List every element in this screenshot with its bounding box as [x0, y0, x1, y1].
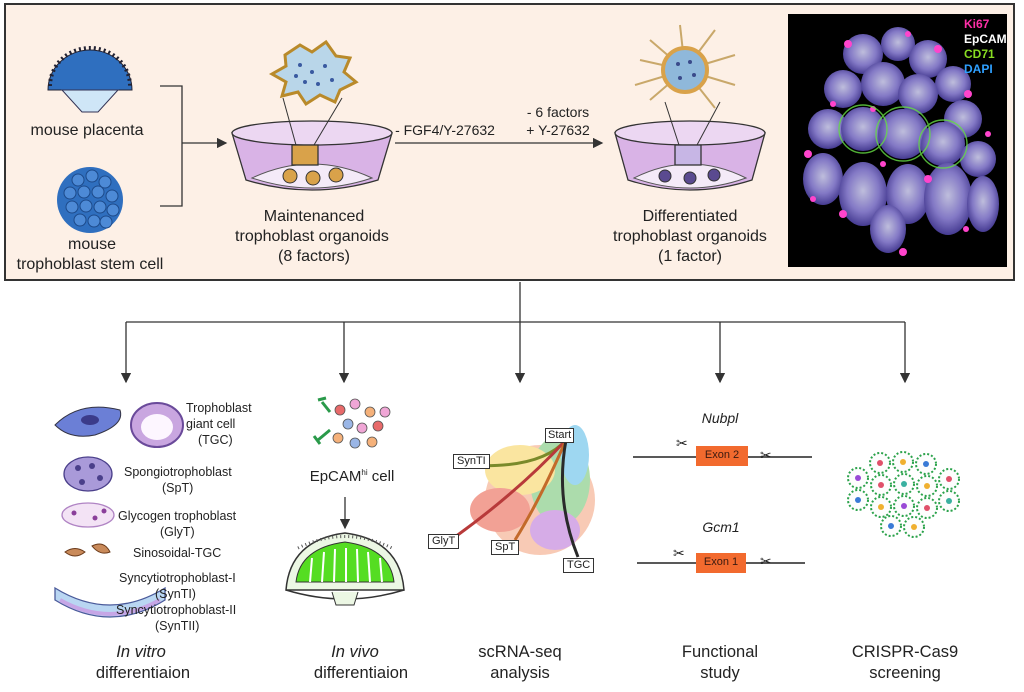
- gcm1-gene-label: Gcm1: [702, 519, 740, 535]
- syncytiotrophoblast-icon: [54, 586, 166, 618]
- maintained-label-line1: Maintenanced: [263, 208, 365, 225]
- nubpl-gene-diagram: ✂ ✂: [633, 435, 812, 466]
- step1-label: - FGF4/Y-27632: [395, 122, 495, 138]
- dapi-label: DAPI: [964, 62, 993, 76]
- invitro-title-italic: In vitro: [116, 643, 166, 661]
- svg-text:✂: ✂: [760, 447, 772, 463]
- spt-label-line2: (SpT): [162, 481, 194, 495]
- maintained-label-line3: (8 factors): [277, 248, 350, 265]
- invitro-title: differentiaion: [95, 664, 191, 682]
- step2-label-line1: - 6 factors: [526, 104, 590, 120]
- placenta-icon: [47, 46, 133, 113]
- differentiated-label-line2: trophoblast organoids: [613, 228, 767, 245]
- nubpl-exon-label: Exon 2: [704, 449, 740, 461]
- step2-label-line2: + Y-27632: [526, 122, 590, 138]
- ki67-label: Ki67: [964, 17, 990, 31]
- synt2-label-line2: (SynTII): [155, 619, 200, 633]
- synti-node-label: SynTI: [453, 454, 490, 469]
- synt1-label-line1: Syncytiotrophoblast-I: [119, 571, 236, 585]
- glyt-label-line2: (GlyT): [160, 525, 195, 539]
- epcam-hi-label: EpCAMhi cell: [309, 468, 395, 485]
- differentiated-label-line3: (1 factor): [657, 248, 722, 265]
- spt-node-label: SpT: [491, 540, 520, 555]
- svg-text:✂: ✂: [676, 435, 688, 451]
- invivo-title: differentiaion: [313, 664, 409, 682]
- differentiated-label-line1: Differentiated: [642, 208, 738, 225]
- svg-text:✂: ✂: [673, 545, 685, 561]
- organoid-microscopy-image: Ki67 EpCAM CD71 DAPI: [788, 14, 1007, 267]
- gcm1-exon-label: Exon 1: [703, 556, 739, 568]
- tsc-label-line1: mouse: [67, 236, 117, 253]
- glyt-label-line1: Glycogen trophoblast: [118, 509, 237, 523]
- epcam-label: EpCAM: [964, 32, 1007, 46]
- maintained-label-line2: trophoblast organoids: [235, 228, 389, 245]
- synt2-label-line1: Syncytiotrophoblast-II: [116, 603, 237, 617]
- tsc-cluster-icon: [57, 167, 123, 233]
- spt-icon: [63, 456, 113, 492]
- svg-text:✂: ✂: [760, 553, 772, 569]
- tgc-icon: [54, 402, 184, 448]
- sinosoidal-tgc-label: Sinosoidal-TGC: [133, 546, 222, 560]
- crispr-title-line1: CRISPR-Cas9: [851, 643, 959, 661]
- tsc-label-line2: trophoblast stem cell: [16, 256, 164, 273]
- gcm1-gene-diagram: ✂ ✂: [637, 545, 805, 573]
- scrna-title-line2: analysis: [490, 664, 550, 682]
- placenta-section-icon: [285, 532, 405, 606]
- spt-label-line1: Spongiotrophoblast: [124, 465, 232, 479]
- synt1-label-line2: (SynTI): [155, 587, 196, 601]
- mouse-placenta-label: mouse placenta: [30, 122, 144, 139]
- tgc-label-line3: (TGC): [198, 433, 233, 447]
- glyt-icon: [61, 502, 115, 528]
- scrna-title-line1: scRNA-seq: [478, 643, 562, 661]
- glyt-node-label: GlyT: [428, 534, 460, 549]
- epcam-cells-icon: [312, 396, 391, 449]
- invivo-title-italic: In vivo: [331, 643, 379, 661]
- culture-dish-1: [231, 97, 393, 191]
- sinosoidal-tgc-icon: [64, 543, 111, 557]
- cd71-label: CD71: [964, 47, 995, 61]
- functional-title-line2: study: [700, 664, 740, 682]
- tgc-label-line2: giant cell: [186, 417, 236, 431]
- start-node-label: Start: [545, 428, 575, 443]
- crispr-organoid-cluster: [847, 451, 960, 538]
- scrna-trajectory-plot: [454, 425, 595, 558]
- organoid-maintained-icon: [268, 39, 359, 107]
- crispr-title-line2: screening: [869, 664, 941, 682]
- culture-dish-2: [614, 101, 766, 191]
- tgc-node-label: TGC: [563, 558, 595, 573]
- nubpl-gene-label: Nubpl: [701, 410, 739, 426]
- tgc-label-line1: Trophoblast: [186, 401, 252, 415]
- functional-title-line1: Functional: [681, 643, 759, 661]
